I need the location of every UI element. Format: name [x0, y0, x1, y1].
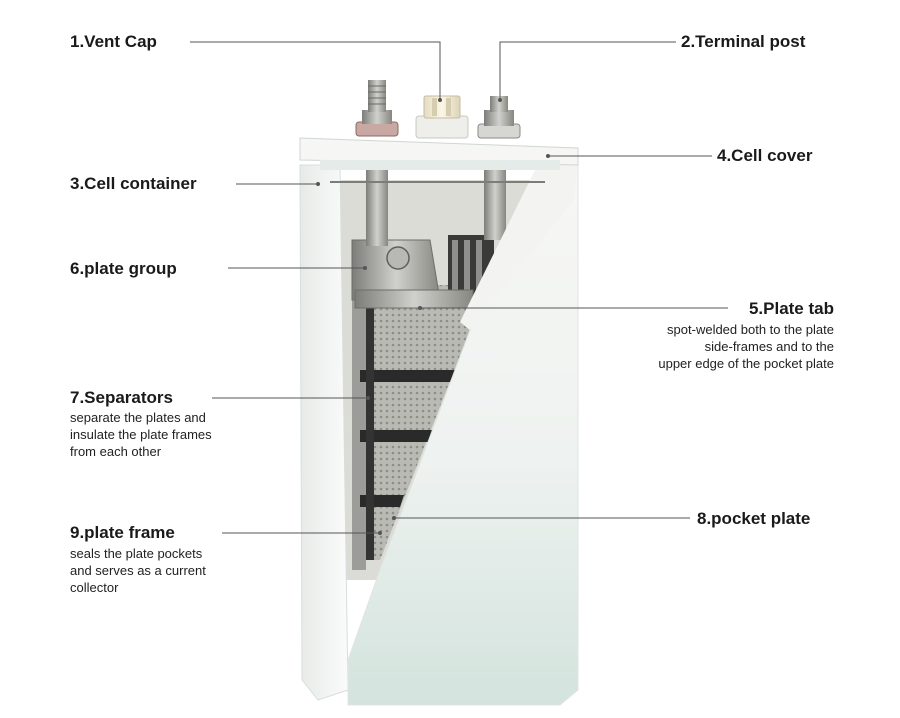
- cell-cover: [299, 137, 579, 183]
- plate-group: [351, 235, 494, 301]
- plate-tab-description: spot-welded both to the plate side-frame…: [658, 322, 834, 371]
- label-cell-container: 3.Cell container: [70, 174, 197, 193]
- vent-cap-shape: [415, 95, 469, 139]
- plate-tab: [354, 289, 474, 309]
- separators: [360, 285, 455, 560]
- leader-endpoints: [316, 98, 550, 535]
- label-plate-frame: 9.plate frame: [70, 523, 175, 542]
- container-left-wall: [299, 164, 349, 701]
- label-vent-cap: 1.Vent Cap: [70, 32, 157, 51]
- pole-connectors: [366, 168, 506, 246]
- pocket-plate: [360, 285, 470, 560]
- terminal-post-right: [477, 96, 521, 139]
- container-front-wall: [347, 159, 579, 706]
- terminal-post-left: [355, 80, 399, 137]
- leader-lines: [190, 41, 728, 534]
- label-cell-cover: 4.Cell cover: [717, 146, 813, 165]
- label-pocket-plate: 8.pocket plate: [697, 509, 811, 528]
- label-terminal-post: 2.Terminal post: [681, 32, 806, 51]
- label-separators: 7.Separators: [70, 388, 173, 407]
- plate-frame: [352, 280, 366, 570]
- separators-description: separate the plates and insulate the pla…: [70, 410, 212, 459]
- label-plate-group: 6.plate group: [70, 259, 177, 278]
- label-plate-tab: 5.Plate tab: [748, 299, 834, 318]
- leader-terminal-post: [499, 41, 676, 100]
- plate-frame-description: seals the plate pockets and serves as a …: [70, 546, 206, 595]
- leader-vent-cap: [190, 41, 441, 100]
